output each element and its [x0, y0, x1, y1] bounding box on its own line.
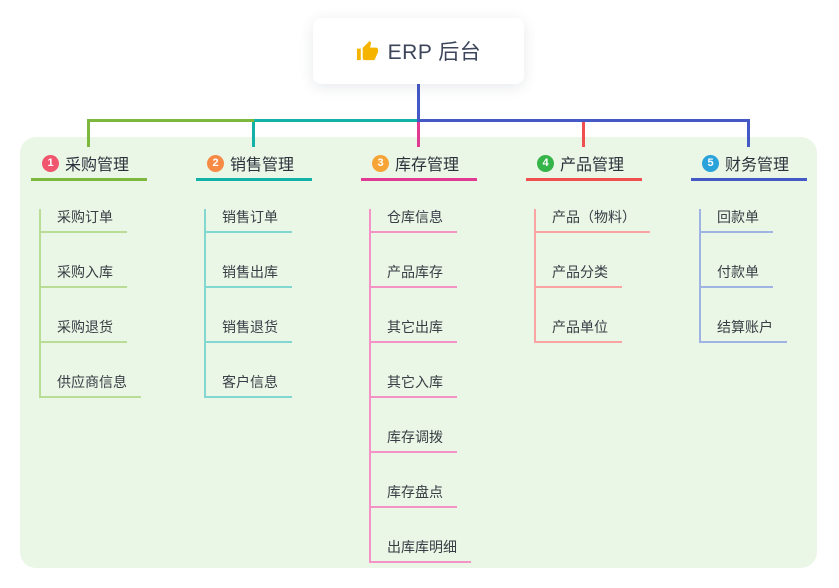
branch-drop-line	[747, 119, 750, 147]
child-node[interactable]: 库存盘点	[371, 484, 457, 508]
child-node[interactable]: 销售订单	[206, 209, 292, 233]
branch-title-node[interactable]: 2 销售管理	[196, 145, 312, 181]
root-node-label: ERP 后台	[387, 41, 482, 64]
root-connector-line	[417, 84, 420, 122]
child-node[interactable]: 供应商信息	[41, 374, 141, 398]
branch-drop-line	[417, 119, 420, 147]
child-node[interactable]: 产品（物料）	[536, 209, 650, 233]
child-node[interactable]: 采购入库	[41, 264, 127, 288]
connector-segment-indigo	[417, 119, 750, 122]
child-node[interactable]: 产品分类	[536, 264, 622, 288]
branch-children: 回款单付款单结算账户	[699, 209, 807, 343]
branch-title-label: 库存管理	[395, 157, 460, 174]
branch-title-node[interactable]: 4 产品管理	[526, 145, 642, 181]
child-node[interactable]: 回款单	[701, 209, 773, 233]
branch-children: 产品（物料） 产品分类产品单位	[534, 209, 650, 343]
child-node[interactable]: 仓库信息	[371, 209, 457, 233]
branch-title-label: 产品管理	[560, 157, 625, 174]
child-node[interactable]: 采购订单	[41, 209, 127, 233]
branch-drop-line	[87, 119, 90, 147]
root-node[interactable]: ERP 后台	[313, 18, 524, 84]
connector-segment-green	[87, 119, 254, 122]
branch-number-badge: 4	[537, 154, 554, 172]
branch-number-badge: 3	[372, 154, 389, 172]
branch-3: 3 库存管理仓库信息产品库存其它出库其它入库库存调拨库存盘点出库库明细	[361, 145, 477, 563]
branch-1: 1 采购管理采购订单采购入库采购退货供应商信息	[31, 145, 147, 398]
child-node[interactable]: 出库库明细	[371, 539, 471, 563]
branch-title-node[interactable]: 1 采购管理	[31, 145, 147, 181]
child-node[interactable]: 其它入库	[371, 374, 457, 398]
branch-title-label: 销售管理	[230, 157, 295, 174]
branch-children: 采购订单采购入库采购退货供应商信息	[39, 209, 147, 398]
child-node[interactable]: 产品单位	[536, 319, 622, 343]
branch-2: 2 销售管理销售订单销售出库销售退货客户信息	[196, 145, 312, 398]
branch-title-label: 财务管理	[725, 157, 790, 174]
child-node[interactable]: 产品库存	[371, 264, 457, 288]
child-node[interactable]: 付款单	[701, 264, 773, 288]
branch-number-badge: 5	[702, 154, 719, 172]
child-node[interactable]: 结算账户	[701, 319, 787, 343]
branch-5: 5 财务管理回款单付款单结算账户	[691, 145, 807, 343]
branch-drop-line	[582, 119, 585, 147]
child-node[interactable]: 销售退货	[206, 319, 292, 343]
child-node[interactable]: 客户信息	[206, 374, 292, 398]
child-node[interactable]: 库存调拨	[371, 429, 457, 453]
branch-number-badge: 1	[42, 154, 59, 172]
branches-panel	[20, 137, 817, 568]
branch-children: 仓库信息产品库存其它出库其它入库库存调拨库存盘点出库库明细	[369, 209, 477, 563]
branch-title-node[interactable]: 5 财务管理	[691, 145, 807, 181]
connector-segment-teal	[254, 119, 417, 122]
branch-title-node[interactable]: 3 库存管理	[361, 145, 477, 181]
thumbs-up-icon	[356, 40, 378, 60]
child-node[interactable]: 其它出库	[371, 319, 457, 343]
branch-children: 销售订单销售出库销售退货客户信息	[204, 209, 312, 398]
branch-title-label: 采购管理	[65, 157, 130, 174]
branch-4: 4 产品管理产品（物料） 产品分类产品单位	[526, 145, 650, 343]
branch-number-badge: 2	[207, 154, 224, 172]
child-node[interactable]: 销售出库	[206, 264, 292, 288]
child-node[interactable]: 采购退货	[41, 319, 127, 343]
branch-drop-line	[252, 119, 255, 147]
